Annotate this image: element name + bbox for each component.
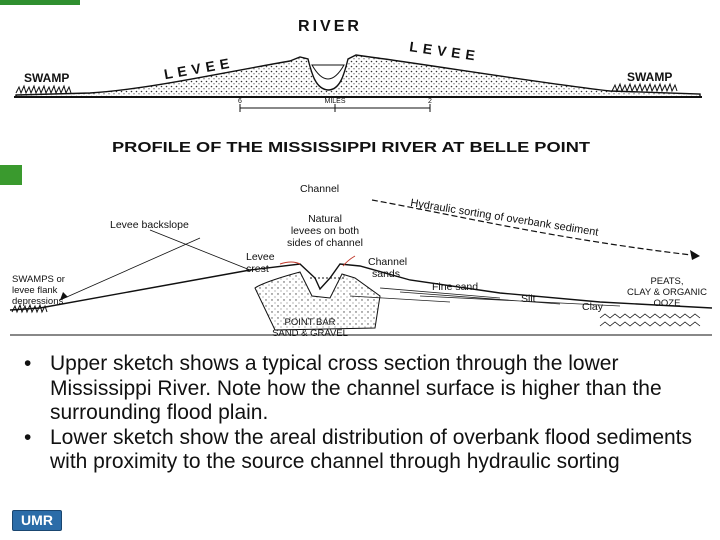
levee-right-label: LEVEE xyxy=(408,38,480,64)
peats-line-1: PEATS, xyxy=(650,276,683,287)
peats-line-3: OOZE xyxy=(654,298,681,309)
swamp-right-label: SWAMP xyxy=(627,70,672,84)
fine-sand-label: Fine sand xyxy=(432,281,478,293)
levee-crest-line-2: crest xyxy=(246,263,269,275)
bullet-text: Lower sketch show the areal distribution… xyxy=(50,425,693,474)
bullet-dot: • xyxy=(24,425,32,449)
scale-left-label: 6 xyxy=(238,98,242,105)
natural-levees-line-2: levees on both xyxy=(291,225,359,237)
natural-levees-line-1: Natural xyxy=(308,213,342,225)
scale-right-label: 2 xyxy=(428,98,432,105)
bullet-item: • Upper sketch shows a typical cross sect… xyxy=(22,352,712,426)
point-bar-label: POINT BAR SAND & GRAVEL xyxy=(272,317,348,339)
hydraulic-arrowhead xyxy=(690,250,700,260)
backslope-leader xyxy=(149,229,251,271)
peats-line-2: CLAY & ORGANIC xyxy=(627,287,707,298)
natural-levees-line-3: sides of channel xyxy=(287,237,363,249)
levee-crest-line-1: Levee xyxy=(246,251,275,263)
clay-label: Clay xyxy=(582,301,604,313)
profile-caption: PROFILE OF THE MISSISSIPPI RIVER AT BELL… xyxy=(112,139,590,156)
point-bar-body xyxy=(254,271,381,331)
swamp-grass-right xyxy=(611,82,678,93)
accent-bar xyxy=(0,0,80,5)
swamps-leader xyxy=(59,237,201,301)
point-bar-line-2: SAND & GRAVEL xyxy=(272,328,348,339)
swamp-grass-left xyxy=(15,84,72,95)
levee-crest-label: Levee crest xyxy=(246,251,275,275)
bedding-lines xyxy=(349,287,621,307)
channel-label: Channel xyxy=(300,183,339,195)
channel-sands-line-2: sands xyxy=(372,268,400,280)
natural-levees-label: Natural levees on both sides of channel xyxy=(287,213,363,249)
point-bar-line-1: POINT BAR xyxy=(284,317,335,328)
silt-label: Silt xyxy=(521,293,536,305)
levee-profile xyxy=(15,54,701,98)
levee-backslope-label: Levee backslope xyxy=(110,219,189,231)
hydraulic-arrow xyxy=(371,199,701,257)
scale-bar: 6 MILES 2 xyxy=(238,98,432,112)
swamp-grass-lower xyxy=(11,303,48,314)
river-profile-sketch: RIVER LEVEE LEVEE SWAMP SWAMP 6 MILES 2 … xyxy=(14,18,702,156)
river-label: RIVER xyxy=(298,18,362,35)
hydraulic-label: Hydraulic sorting of overbank sediment xyxy=(410,197,600,239)
crest-leader xyxy=(279,261,301,265)
bullet-list: • Upper sketch shows a typical cross sect… xyxy=(22,352,712,475)
channel-sands-line-1: Channel xyxy=(368,256,407,268)
channel-sands-label: Channel sands xyxy=(368,256,407,280)
swamp-left-label: SWAMP xyxy=(24,71,69,85)
bullet-text: Upper sketch shows a typical cross secti… xyxy=(50,352,662,424)
umr-logo: UMR xyxy=(12,510,62,531)
sands-leader xyxy=(342,255,356,267)
bullet-dot: • xyxy=(24,352,32,375)
swamps-line-1: SWAMPS or xyxy=(12,274,65,285)
base-hatching xyxy=(599,313,701,327)
swamps-line-3: depressions xyxy=(12,296,63,307)
accent-square xyxy=(0,165,22,185)
scale-label: MILES xyxy=(324,98,345,105)
swamps-line-2: levee flank xyxy=(12,285,58,296)
peats-label: PEATS, CLAY & ORGANIC OOZE xyxy=(627,276,707,309)
swamps-label: SWAMPS or levee flank depressions xyxy=(12,274,65,307)
river-channel xyxy=(311,64,345,80)
overbank-sediment-sketch: Channel Hydraulic sorting of overbank se… xyxy=(9,183,713,339)
bullet-item: • Lower sketch show the areal distributio… xyxy=(22,426,712,475)
